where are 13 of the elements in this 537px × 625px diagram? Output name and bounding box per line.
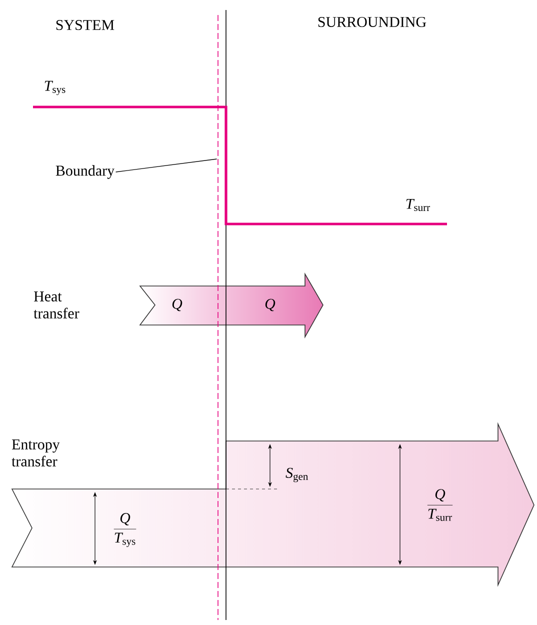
heat-symbol: $Q$ xyxy=(172,298,182,312)
heat-transfer-label: Heat transfer xyxy=(34,292,80,318)
heat-symbol: $Q$ xyxy=(265,298,276,312)
entropy-transfer-label: Entropy transfer xyxy=(12,440,60,466)
entropy-ratio: $\frac{Q}{T_{\mathrm{surr}}}$ xyxy=(427,489,453,521)
entropy-generation: $S_{\mathrm{gen}}$ xyxy=(286,468,308,482)
region-label: SURROUNDING xyxy=(318,16,426,28)
temperature-label: $T_{\mathrm{surr}}$ xyxy=(406,198,430,212)
leader-line xyxy=(115,158,218,172)
entropy-ratio: $\frac{Q}{T_{\mathrm{sys}}}$ xyxy=(114,513,136,547)
boundary-label: Boundary xyxy=(56,165,115,179)
region-label: SYSTEM xyxy=(56,20,114,30)
temperature-label: $T_{\mathrm{sys}}$ xyxy=(44,80,66,96)
